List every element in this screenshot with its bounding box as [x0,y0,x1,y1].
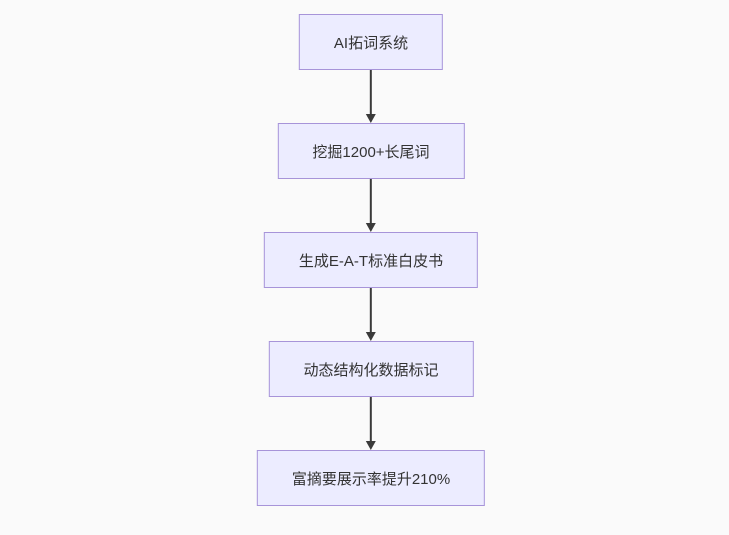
arrow-head-icon [366,332,376,341]
arrow-head-icon [366,114,376,123]
node-label: 富摘要展示率提升210% [291,470,451,488]
arrow-line [370,179,372,223]
flow-node-longtail-mining: 挖掘1200+长尾词 [277,123,465,179]
flow-arrow [366,397,376,450]
node-label: AI拓词系统 [333,34,409,52]
flow-node-rich-snippet-result: 富摘要展示率提升210% [256,450,486,506]
flow-arrow [366,70,376,123]
arrow-line [370,70,372,114]
flow-arrow [366,179,376,232]
arrow-line [370,397,372,441]
arrow-head-icon [366,223,376,232]
node-label: 挖掘1200+长尾词 [312,143,430,161]
flow-arrow [366,288,376,341]
flow-node-ai-keyword-system: AI拓词系统 [298,14,444,70]
flow-node-structured-data-markup: 动态结构化数据标记 [268,341,474,397]
arrow-head-icon [366,441,376,450]
arrow-line [370,288,372,332]
flowchart: AI拓词系统 挖掘1200+长尾词 生成E-A-T标准白皮书 动态结构化数据标记 [256,14,486,506]
flow-node-eat-whitepaper: 生成E-A-T标准白皮书 [263,232,479,288]
node-label: 生成E-A-T标准白皮书 [298,252,444,270]
node-label: 动态结构化数据标记 [303,361,439,379]
